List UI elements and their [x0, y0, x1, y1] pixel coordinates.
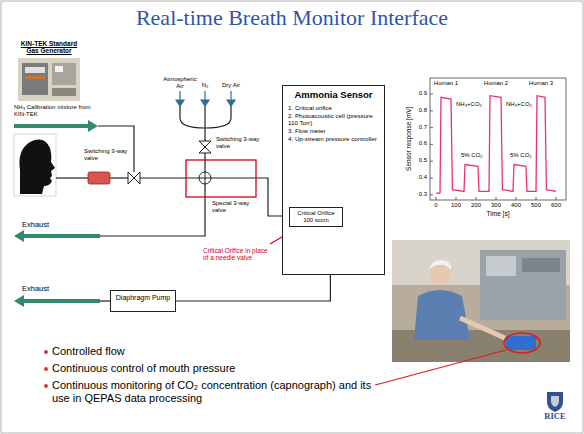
axis-tick [430, 194, 433, 195]
chart-frame [430, 78, 566, 200]
bullet-marker [44, 350, 48, 354]
axis-tick-label: 0.4 [409, 174, 427, 181]
inlet-label: Atmospheric Air [160, 76, 200, 90]
human-head-icon [14, 134, 56, 196]
gas-generator-photo [18, 58, 80, 101]
chart-annotation: Human 1 [432, 80, 460, 87]
gas-generator: KIN-TEK Standard Gas Generator [16, 40, 82, 56]
axis-tick [556, 197, 557, 200]
axis-tick [496, 197, 497, 200]
node-text: 1. Critical orifice [288, 104, 379, 111]
axis-tick-label: 500 [526, 202, 546, 209]
node-heading: KIN-TEK Standard Gas Generator [16, 40, 82, 55]
leader-line [375, 350, 506, 385]
node-text: 2. Photoacoustic cell (pressure 110 Torr… [288, 112, 379, 126]
university-shield [551, 396, 559, 407]
sensor-box: Ammonia Sensor 1. Critical orifice2. Phot… [282, 85, 385, 275]
slide-title: Real-time Breath Monitor Interface [0, 5, 584, 30]
callout-note: Critical Orifice in place of a needle va… [203, 247, 273, 262]
bullet-point: Continuous control of mouth pressure [52, 362, 372, 375]
chart-annotation: NH₃+CO₂ [456, 101, 482, 108]
inlet-label: Dry Air [216, 82, 246, 89]
node-text: 3. Flow meter [288, 127, 379, 134]
inlet-label: NH₃ Calibration mixture from KIN-TEK [14, 104, 96, 118]
logo-text: RICE [540, 412, 570, 422]
axis-tick [536, 197, 537, 200]
inlet-label: N₂ [196, 82, 214, 89]
switching-valve [199, 141, 211, 153]
axis-tick-label: 200 [466, 202, 486, 209]
node-text: 4. Up-stream pressure controller [288, 135, 379, 142]
flow-arrow [14, 120, 98, 132]
node-heading: Critical Orifice 100 sccm [293, 210, 339, 224]
university-shield [547, 392, 563, 412]
axis-tick-label: 600 [546, 202, 566, 209]
node-heading: Ammonia Sensor [288, 90, 379, 101]
bullet-point: Continuous monitoring of CO₂ concentrati… [52, 379, 372, 405]
axis-tick [456, 197, 457, 200]
axis-tick [430, 178, 433, 179]
axis-tick [430, 110, 433, 111]
axis-tick-label: 300 [486, 202, 506, 209]
highlight-box [186, 160, 256, 197]
exhaust-label: Exhaust [22, 221, 49, 230]
axis-tick [516, 197, 517, 200]
bullet-point: Controlled flow [52, 345, 372, 358]
lab-photo [392, 240, 570, 362]
axis-tick [430, 161, 433, 162]
gas-line [176, 275, 330, 301]
exhaust-label: Exhaust [22, 285, 49, 294]
axis-tick-label: 0.7 [409, 124, 427, 131]
bullet-marker [44, 367, 48, 371]
axis-tick-label: 0.6 [409, 140, 427, 147]
switching-valve [128, 172, 140, 184]
axis-tick-label: 0.8 [409, 107, 427, 114]
axis-tick [430, 127, 433, 128]
axis-tick-label: 400 [506, 202, 526, 209]
special-valve [199, 172, 211, 184]
valve-label: Switching 3-way valve [216, 136, 260, 150]
chart-annotation: 5% CO₂ [510, 152, 532, 159]
inlet-arrow [176, 91, 235, 106]
axis-tick-label: 0.9 [409, 90, 427, 97]
mouthpiece [88, 172, 110, 184]
axis-tick [430, 144, 433, 145]
axis-tick [430, 94, 433, 95]
valve-label: Special 3-way valve [212, 200, 252, 214]
sensor-trace [436, 96, 556, 193]
axis-tick-label: 0.3 [409, 191, 427, 198]
bullet-marker [44, 384, 48, 388]
orifice-box: Critical Orifice 100 sccm [289, 207, 343, 227]
axis-tick [436, 197, 437, 200]
axis-tick [476, 197, 477, 200]
chart-annotation: NH₃+CO₂ [506, 101, 532, 108]
chart-annotation: Human 2 [482, 80, 510, 87]
gas-line [56, 106, 288, 301]
exhaust-arrow [14, 295, 100, 307]
axis-title: Sensor response [mV] [405, 99, 412, 179]
axis-tick-label: 0 [426, 202, 446, 209]
axis-title: Time [s] [476, 210, 520, 217]
pump-box: Diaphragm Pump [110, 290, 176, 312]
axis-tick-label: 0.5 [409, 157, 427, 164]
valve-label: Switching 3-way valve [84, 148, 128, 162]
chart-annotation: Human 3 [527, 80, 555, 87]
axis-tick-label: 100 [446, 202, 466, 209]
chart-annotation: 5% CO₂ [461, 152, 483, 159]
exhaust-arrow [14, 230, 100, 242]
node-heading: Diaphragm Pump [114, 294, 172, 302]
